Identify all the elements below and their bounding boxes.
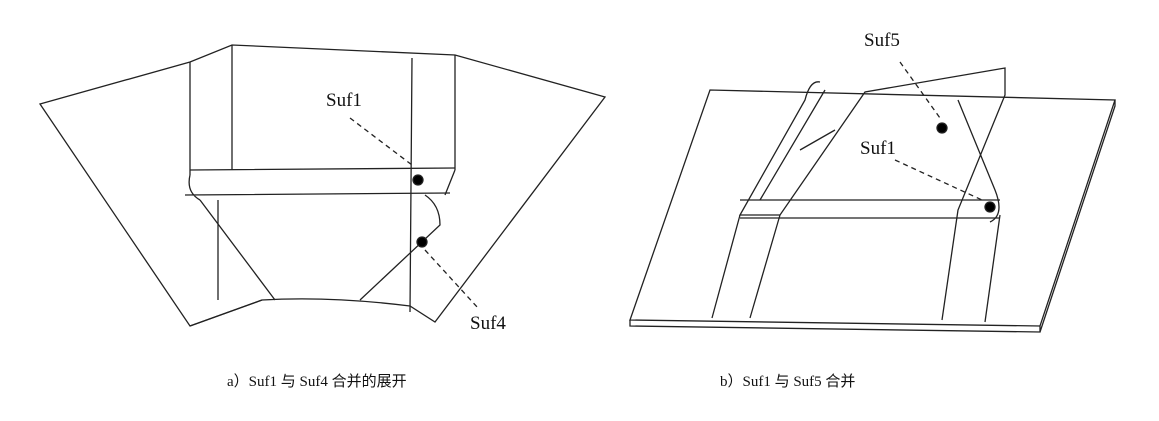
caption-figure-a: a）Suf1 与 Suf4 合并的展开 (227, 374, 407, 390)
figure-a-leader-lines (349, 117, 479, 309)
figure-b-plate (629, 89, 1116, 327)
figure-b-leader-lines (894, 61, 983, 201)
figure-b-plate-thickness (629, 100, 1116, 333)
label-suf1-b: Suf1 (860, 138, 896, 159)
figure-a-vertical-strips (189, 45, 456, 313)
figure-a-horizontal-band (184, 167, 456, 201)
figure-a-dot-suf4 (416, 236, 428, 248)
figure-b-drawing (629, 61, 1116, 333)
figure-a-diagonal-folds (189, 169, 456, 327)
figure-b-dot-suf5 (936, 122, 948, 134)
figure-b-strip (711, 67, 1006, 323)
figure-b-dot-suf1 (984, 201, 996, 213)
label-suf1-a: Suf1 (326, 90, 362, 111)
figure-b-band (740, 99, 1000, 223)
label-suf5: Suf5 (864, 30, 900, 51)
figure-a-dot-suf1 (412, 174, 424, 186)
figure-a-outline (38, 44, 607, 327)
figure-b-diagonal (759, 89, 836, 201)
caption-figure-b: b）Suf1 与 Suf5 合并 (720, 374, 856, 390)
figure-a-drawing (38, 44, 607, 327)
label-suf4: Suf4 (470, 313, 506, 334)
